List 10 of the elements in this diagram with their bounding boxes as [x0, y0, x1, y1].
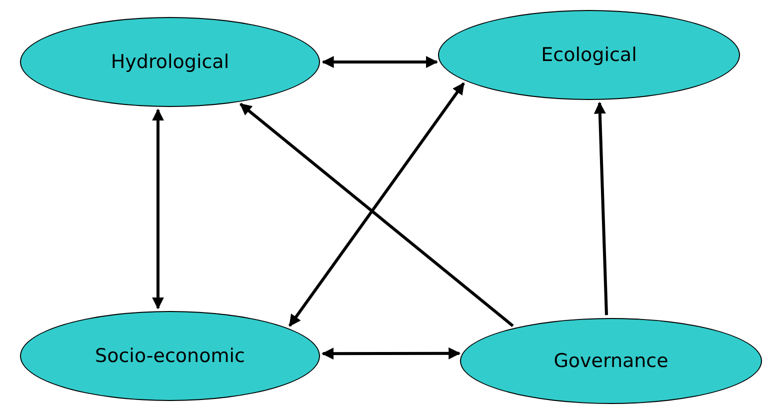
arrow — [240, 102, 514, 328]
ellipse-node: Governance — [460, 318, 762, 404]
arrow — [288, 82, 465, 327]
ellipse-node: Socio-economic — [20, 311, 320, 401]
arrow — [152, 108, 164, 310]
ellipse-node: Ecological — [438, 10, 740, 100]
arrow — [322, 347, 461, 360]
arrow — [322, 56, 438, 68]
arrow — [594, 102, 608, 316]
ellipse-node: Hydrological — [20, 17, 320, 107]
